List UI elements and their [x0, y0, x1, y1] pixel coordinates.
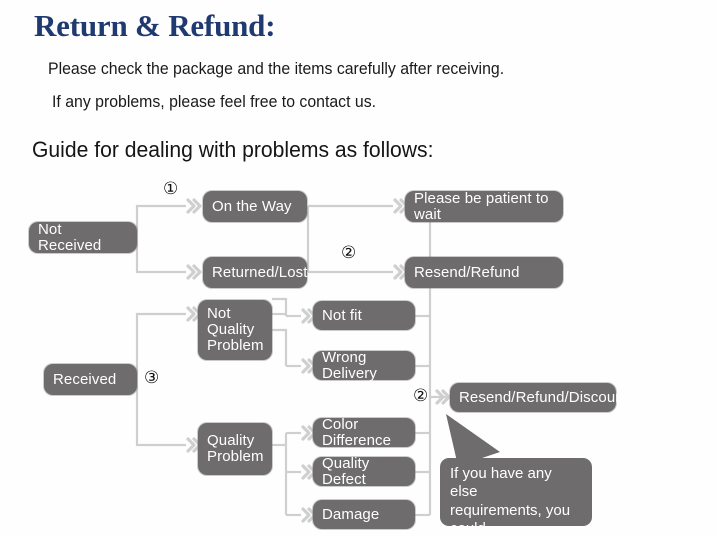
callout-tail — [446, 414, 500, 466]
node-quality-defect[interactable]: Quality Defect — [313, 455, 415, 487]
callout-message: If you have any else requirements, you c… — [440, 458, 592, 555]
node-not-quality-problem[interactable]: Not Quality Problem — [198, 300, 272, 360]
node-on-the-way[interactable]: On the Way — [203, 191, 307, 222]
problem-flowchart: ① ② ③ ② Not Received On the Way Returned… — [0, 175, 716, 555]
node-received[interactable]: Received — [44, 364, 137, 395]
node-please-be-patient[interactable]: Please be patient to wait — [405, 190, 563, 222]
node-returned-lost[interactable]: Returned/Lost — [203, 257, 307, 288]
return-refund-infographic: Return & Refund: Please check the packag… — [0, 8, 716, 555]
node-resend-refund-discount[interactable]: Resend/Refund/Discount — [450, 383, 628, 412]
node-not-received[interactable]: Not Received — [29, 221, 137, 253]
marker-1: ① — [163, 179, 179, 199]
node-damage[interactable]: Damage — [313, 500, 415, 529]
node-not-fit[interactable]: Not fit — [313, 301, 415, 330]
node-resend-refund[interactable]: Resend/Refund — [405, 257, 563, 288]
intro-line-1: Please check the package and the items c… — [48, 60, 505, 78]
intro-line-2: If any problems, please feel free to con… — [52, 93, 377, 111]
node-wrong-delivery[interactable]: Wrong Delivery — [313, 349, 415, 381]
marker-2-bottom: ② — [413, 386, 429, 406]
node-color-difference[interactable]: Color Difference — [313, 416, 415, 448]
marker-3: ③ — [144, 368, 160, 388]
guide-heading: Guide for dealing with problems as follo… — [32, 137, 434, 162]
node-quality-problem[interactable]: Quality Problem — [198, 423, 272, 475]
page-title: Return & Refund: — [34, 8, 276, 43]
marker-2-top: ② — [341, 243, 357, 263]
